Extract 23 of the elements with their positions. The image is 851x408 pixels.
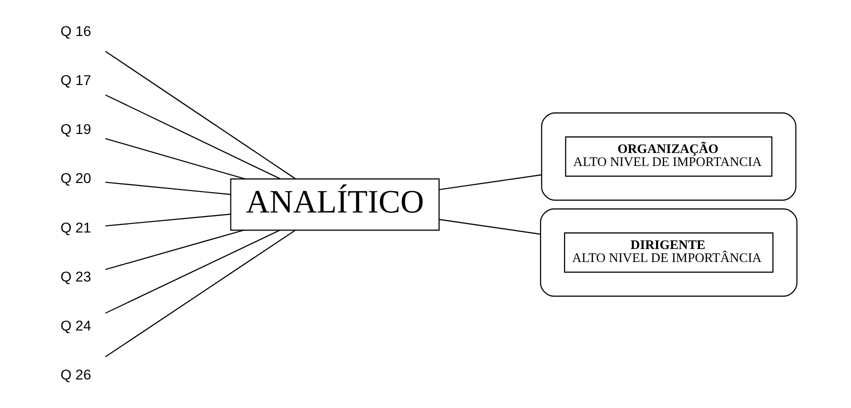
- node-text: Q 20: [60, 171, 91, 188]
- node-text: Q 24: [60, 318, 91, 334]
- node-text: Q 23: [60, 269, 91, 286]
- connector: [104, 230, 280, 314]
- node-text: Q 26: [60, 368, 91, 384]
- cluster: [540, 112, 796, 201]
- connector: [104, 182, 230, 195]
- node-box: DIRIGENTE ALTO NIVEL DE IMPORTÂNCIA: [564, 232, 773, 273]
- cluster: [540, 208, 797, 297]
- node-text: Q 17: [60, 72, 91, 89]
- node-box: ANALÍTICO: [230, 178, 440, 231]
- connector: [104, 230, 295, 358]
- node-text: Q 16: [60, 24, 91, 40]
- node-box: ORGANIZAÇÃO ALTO NIVEL DE IMPORTANCIA: [564, 136, 772, 177]
- node-text: Q 21: [60, 220, 91, 236]
- connector: [104, 214, 230, 226]
- connector: [104, 50, 295, 180]
- connector: [438, 174, 542, 190]
- connector: [104, 94, 280, 180]
- connector: [438, 218, 540, 235]
- connector: [104, 138, 245, 180]
- connector: [104, 230, 244, 270]
- node-text: Q 19: [60, 122, 91, 138]
